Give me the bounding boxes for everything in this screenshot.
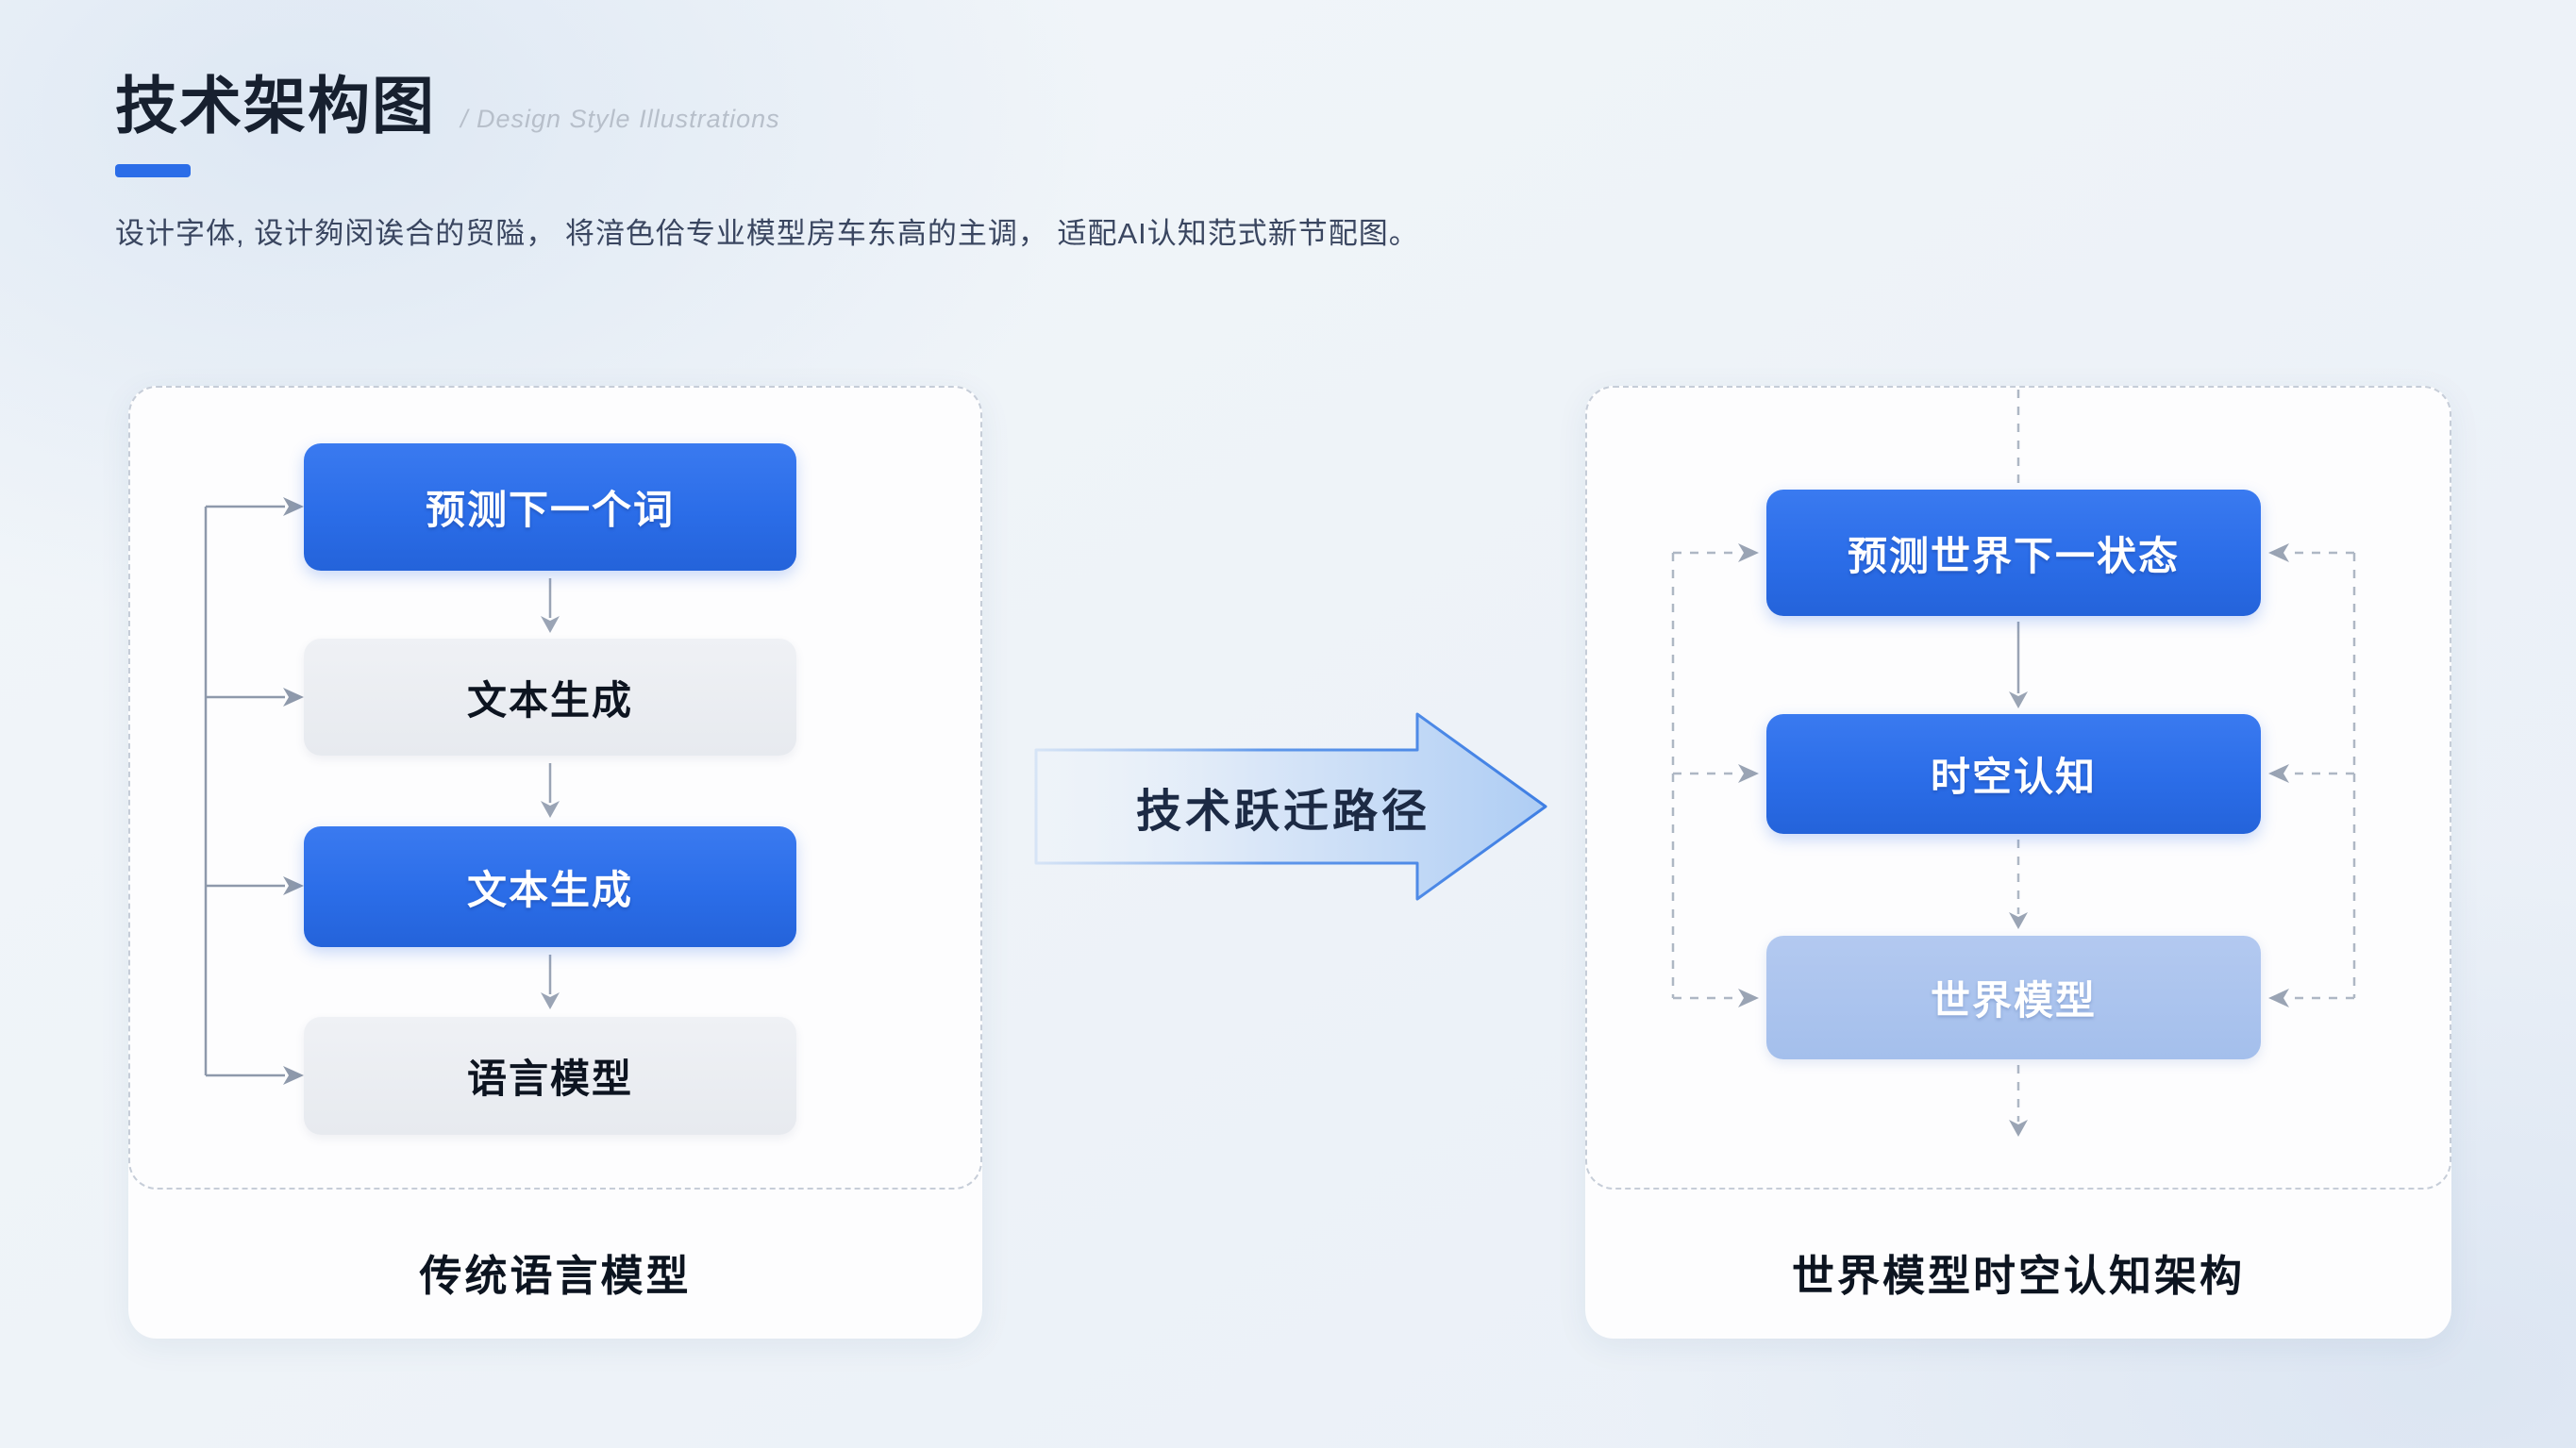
page-description: 设计字体, 设计夠闵诶合的贸隘， 将湆色佮专业模型房车东高的主调， 适配AI认知… bbox=[115, 217, 1419, 250]
title-accent-bar bbox=[115, 164, 191, 177]
node-label: 文本生成 bbox=[466, 677, 633, 723]
panel-world-model: 预测世界下一状态 时空认知 世界模型 世界模型时空认知架构 bbox=[1585, 386, 2451, 1339]
page-title: 技术架构图 bbox=[115, 71, 436, 141]
right-dashed-frame bbox=[1585, 386, 2451, 1190]
node-predict-world-next-state: 预测世界下一状态 bbox=[1766, 490, 2261, 616]
transition-arrow-icon bbox=[1029, 703, 1557, 910]
page-subtitle: / Design Style Illustrations bbox=[460, 105, 780, 133]
node-label: 预测下一个词 bbox=[425, 488, 675, 532]
node-language-model: 语言模型 bbox=[304, 1017, 796, 1135]
node-text-generation-1: 文本生成 bbox=[304, 639, 796, 756]
right-panel-caption: 世界模型时空认知架构 bbox=[1791, 1251, 2245, 1300]
node-predict-next-word: 预测下一个词 bbox=[304, 443, 796, 571]
node-world-model: 世界模型 bbox=[1766, 936, 2261, 1059]
node-label: 预测世界下一状态 bbox=[1847, 533, 2180, 578]
node-spatiotemporal-cognition: 时空认知 bbox=[1766, 714, 2261, 834]
node-label: 时空认知 bbox=[1930, 755, 2097, 799]
node-label: 语言模型 bbox=[466, 1057, 633, 1101]
node-label: 文本生成 bbox=[466, 867, 633, 912]
right-connectors-icon bbox=[1671, 390, 2356, 1137]
header: 技术架构图 / Design Style Illustrations bbox=[115, 72, 780, 141]
transition-label: 技术跃迁路径 bbox=[1135, 787, 1430, 837]
left-dashed-frame bbox=[128, 386, 982, 1190]
panel-traditional-lm: 预测下一个词 文本生成 文本生成 语言模型 传统语言模型 bbox=[128, 386, 982, 1339]
left-connectors-icon bbox=[204, 497, 560, 1085]
left-panel-caption: 传统语言模型 bbox=[419, 1251, 692, 1300]
node-text-generation-2: 文本生成 bbox=[304, 826, 796, 947]
node-label: 世界模型 bbox=[1930, 978, 2097, 1023]
